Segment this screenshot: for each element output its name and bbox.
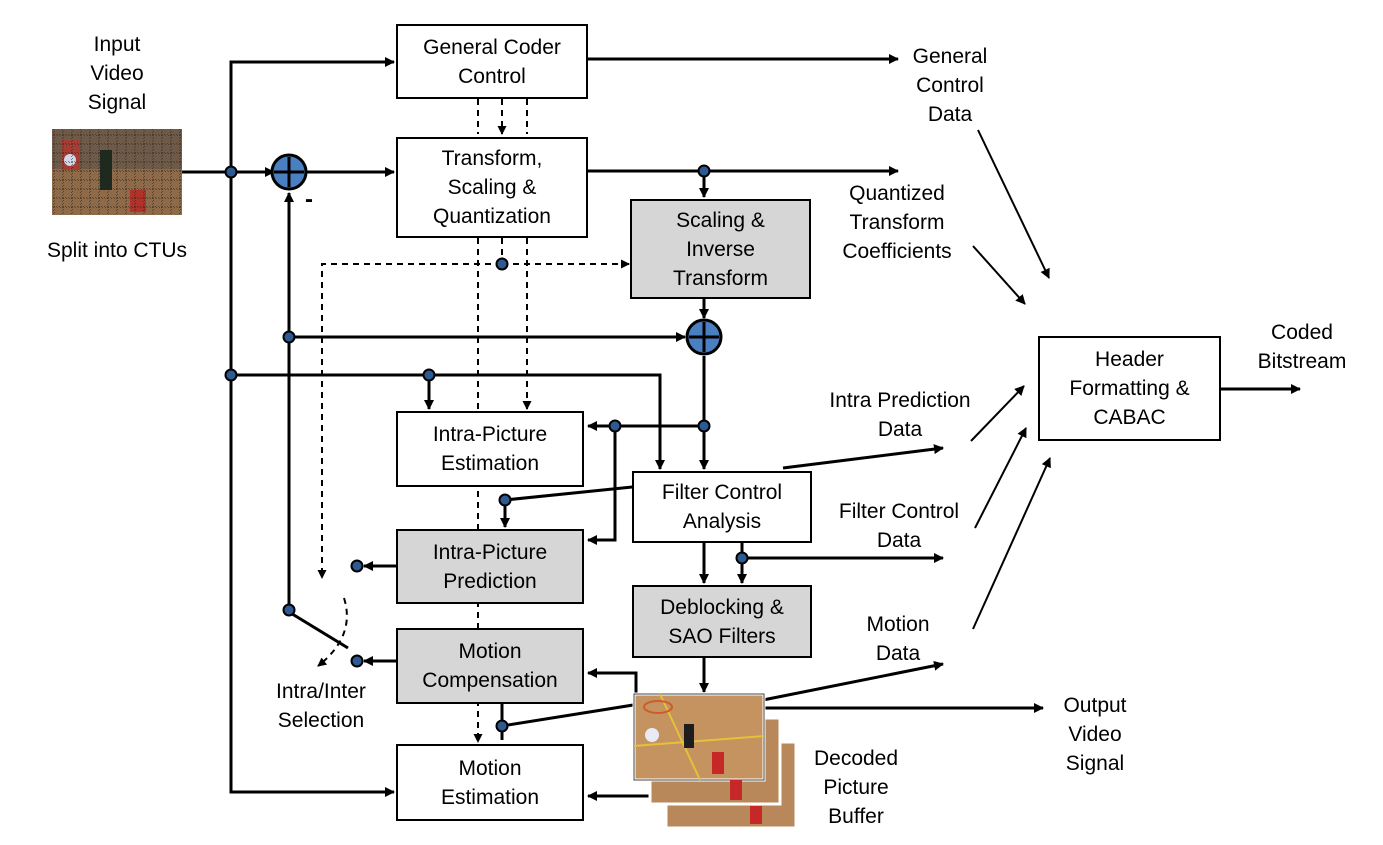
filter-control-data-label: Filter Control Data	[838, 500, 960, 552]
intra-picture-prediction-block: Intra-Picture Prediction	[396, 529, 584, 604]
transform-scaling-quantization-block: Transform, Scaling & Quantization	[396, 137, 588, 238]
quantized-transform-coefficients-label: Quantized Transform Coefficients	[842, 182, 952, 263]
filter-control-analysis-block: Filter Control Analysis	[632, 471, 812, 543]
decoded-picture-buffer-label: Decoded Picture Buffer	[813, 747, 899, 828]
adder-subtract	[270, 153, 308, 191]
decoded-picture-buffer-frames	[632, 692, 798, 830]
intra-picture-estimation-block: Intra-Picture Estimation	[396, 411, 584, 487]
header-formatting-cabac-block: Header Formatting & CABAC	[1038, 336, 1221, 441]
intra-prediction-data-label: Intra Prediction Data	[829, 389, 971, 441]
adder-reconstruct	[685, 318, 723, 356]
coded-bitstream-label: Coded Bitstream	[1257, 321, 1347, 373]
main-signal-lines	[182, 54, 1301, 801]
intra-inter-selection-label: Intra/Inter Selection	[276, 680, 366, 732]
input-frame-thumbnail	[52, 129, 182, 215]
motion-data-label: Motion Data	[866, 613, 930, 665]
output-video-signal-label: Output Video Signal	[1063, 694, 1127, 775]
general-control-data-label: General Control Data	[912, 45, 988, 126]
motion-compensation-block: Motion Compensation	[396, 628, 584, 704]
general-coder-control-block: General Coder Control	[396, 24, 588, 99]
split-into-ctus-label: Split into CTUs	[46, 239, 188, 262]
input-video-signal-label: Input Video Signal	[87, 33, 147, 114]
adder-minus-sign: -	[305, 186, 313, 213]
deblocking-sao-filters-block: Deblocking & SAO Filters	[632, 585, 812, 658]
to-cabac-arrows	[970, 129, 1051, 630]
scaling-inverse-transform-block: Scaling & Inverse Transform	[630, 199, 811, 299]
motion-estimation-block: Motion Estimation	[396, 744, 584, 821]
junction-nodes	[224, 164, 749, 733]
